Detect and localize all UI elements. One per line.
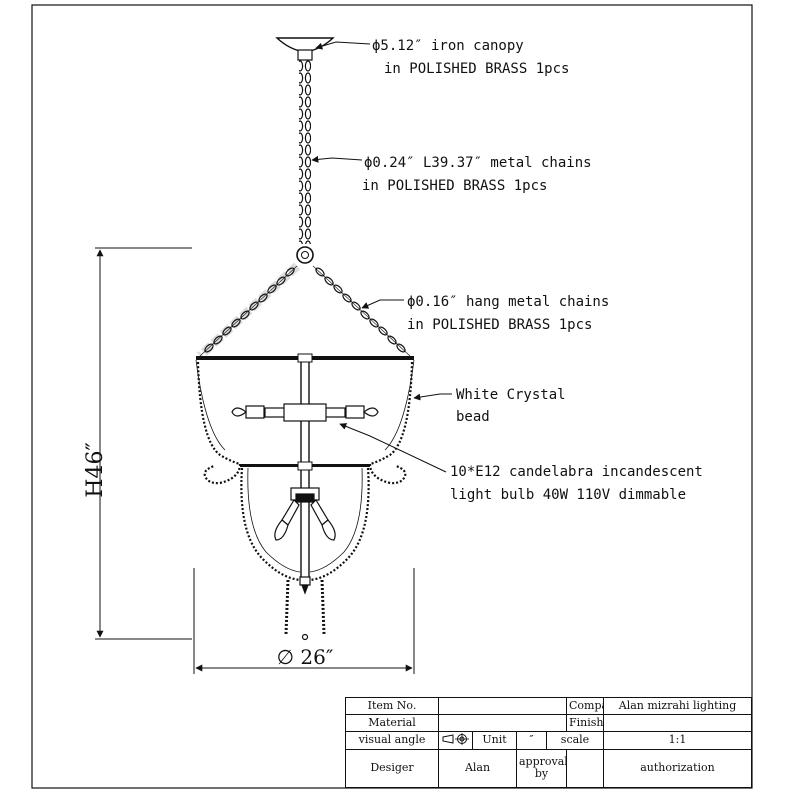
finished-value [603,714,752,733]
upper-candles [231,403,379,422]
bulb-callout-line1: 10*E12 candelabra incandescent [450,464,703,480]
designer-label: Desiger [345,748,439,789]
approval-label: approval by [516,748,567,789]
bottom-bead [301,633,309,641]
projection-symbol-icon [438,731,473,750]
width-dimension [193,568,415,674]
height-label: H46″ [83,442,108,497]
approval-value [566,748,604,789]
chain-callout-line1: ϕ0.24″ L39.37″ metal chains [364,155,592,171]
leader-lines [311,41,452,473]
scale-value: 1:1 [603,731,752,750]
drawing-frame [31,4,753,789]
chain-callout-line2: in POLISHED BRASS 1pcs [362,178,547,194]
company-value: Alan mizrahi lighting [603,696,752,716]
middle-ring [240,461,370,471]
upper-crystal-strands [196,361,414,485]
top-ring [196,353,414,363]
main-chain [296,60,314,264]
visual-angle-label: visual angle [345,731,439,750]
authorization-label: authorization [603,748,752,789]
diameter-label: ∅ 26″ [277,645,334,669]
material-label: Material [345,714,439,733]
canopy-callout-line2: in POLISHED BRASS 1pcs [384,61,569,77]
canopy-callout-line1: ϕ5.12″ iron canopy [372,38,524,54]
bulb-callout-line2: light bulb 40W 110V dimmable [450,487,686,503]
material-value [438,714,567,733]
lower-candles [274,487,336,541]
lower-drape-lines [247,467,363,573]
finished-label: Finished [566,714,604,733]
bottom-finial [299,576,311,595]
scale-label: scale [546,731,604,750]
title-block: Item No. Company Alan mizrahi lighting M… [345,696,752,789]
hang-chains [196,262,411,360]
hang-callout-line2: in POLISHED BRASS 1pcs [407,317,592,333]
height-dimension [95,247,192,640]
canopy [275,37,335,61]
crystal-callout-line1: White Crystal [456,387,566,403]
crystal-callout-line2: bead [456,409,490,425]
designer-value: Alan [438,748,517,789]
company-label: Company [566,696,604,716]
unit-value: ″ [516,731,547,750]
center-stem [300,362,310,580]
hang-callout-line1: ϕ0.16″ hang metal chains [407,294,609,310]
unit-label: Unit [472,731,517,750]
item-no-label: Item No. [345,696,439,716]
item-no-value [438,696,567,716]
pull-chains [284,579,326,635]
lower-crystal-strands [240,467,370,582]
